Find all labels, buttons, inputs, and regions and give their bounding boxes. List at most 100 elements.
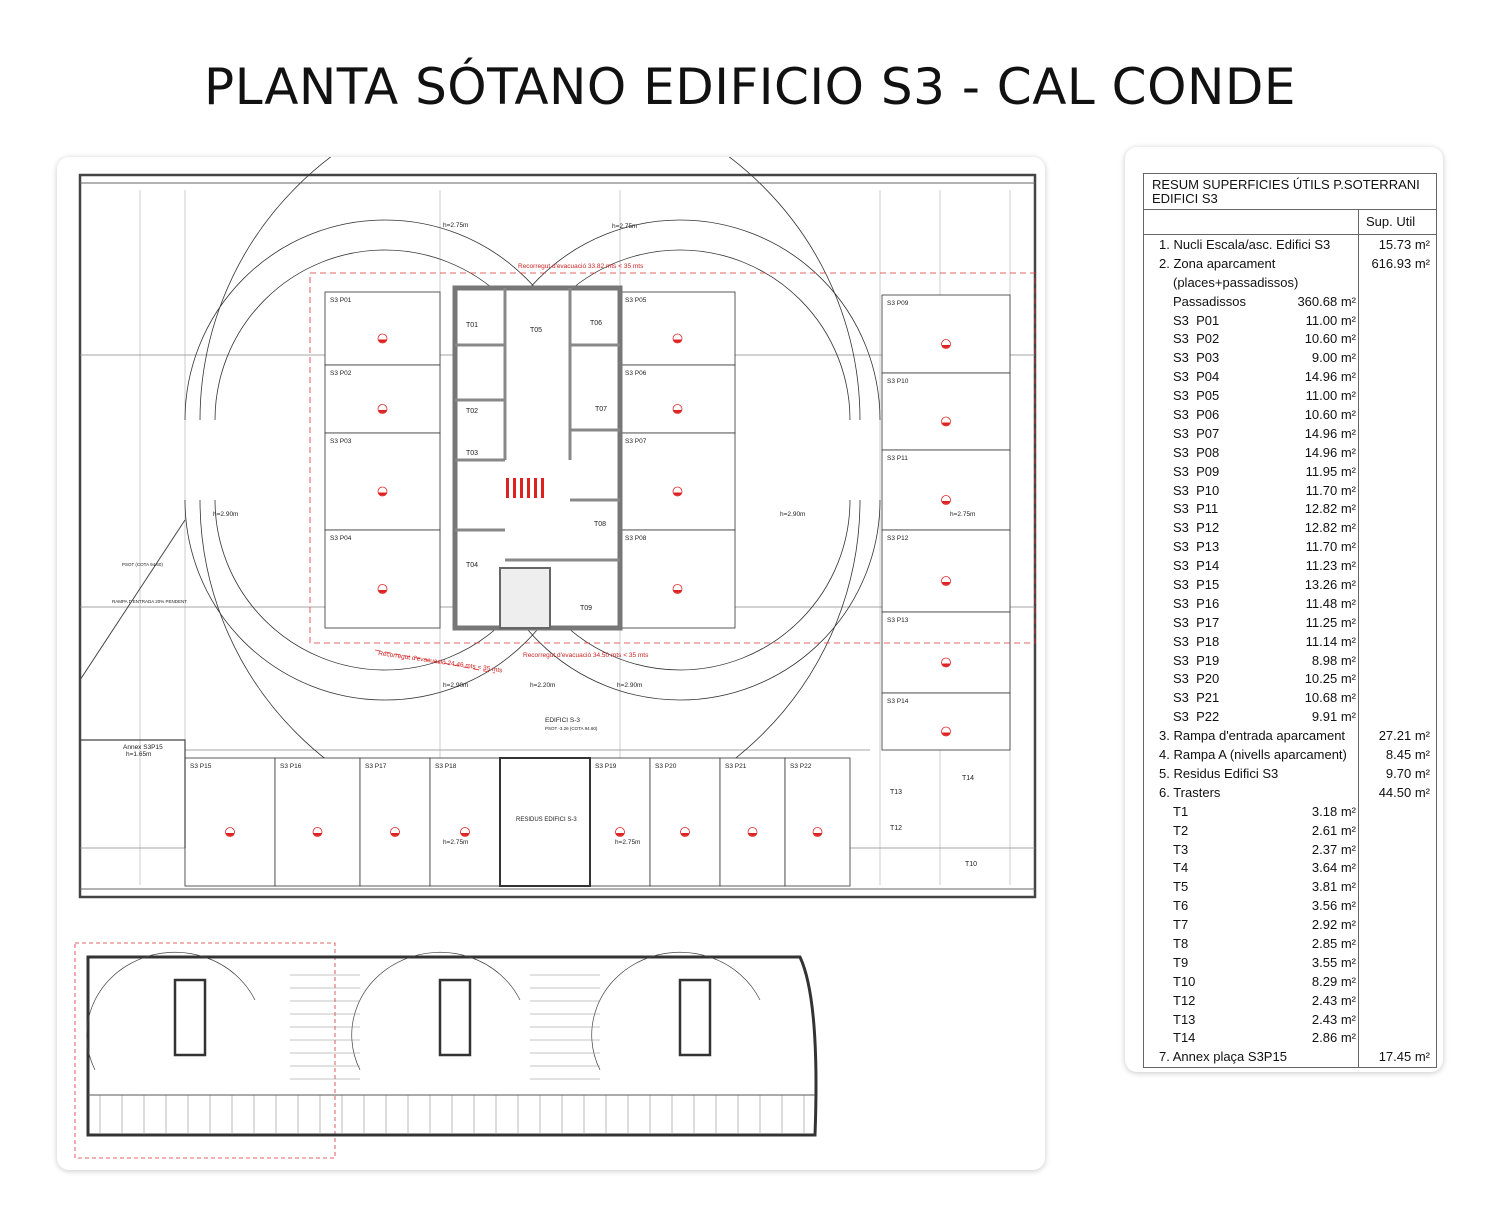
sprinkler-icon (672, 404, 683, 414)
row-label: S3 P22 (1173, 709, 1220, 725)
row-label: S3 P03 (1173, 350, 1220, 366)
row-subvalue: 360.68 m² (1297, 293, 1356, 309)
table-row: (places+passadissos) (1144, 274, 1436, 293)
row-label: S3 P06 (1173, 407, 1220, 423)
row-subvalue: 2.37 m² (1311, 841, 1356, 857)
storage-label: T06 (590, 320, 602, 327)
row-subvalue: 10.25 m² (1304, 671, 1356, 687)
row-label: S3 P12 (1173, 520, 1220, 536)
sprinkler-icon (941, 657, 951, 668)
parking-space (429, 757, 501, 887)
sprinkler-icon (812, 827, 823, 837)
sprinkler-icon (377, 404, 388, 414)
plan-note: EDIFICI S-3 (545, 717, 580, 724)
sprinkler-icon (460, 827, 470, 837)
sprinkler-icon (673, 410, 682, 413)
parking-space (784, 757, 851, 887)
parking-space (881, 692, 1011, 751)
storage-label: T01 (466, 322, 478, 329)
row-subvalue: 8.29 m² (1311, 973, 1356, 989)
row-label: T12 (1173, 992, 1196, 1008)
storage-label: T09 (580, 605, 592, 612)
sprinkler-icon (378, 339, 387, 343)
ceiling-height-label: h=2.75m (443, 839, 468, 846)
sprinkler-icon (378, 590, 387, 593)
overview-arc (351, 951, 521, 1071)
parking-label: S3 P18 (435, 763, 457, 770)
row-label: T3 (1173, 841, 1189, 857)
row-subvalue: 11.14 m² (1305, 633, 1356, 649)
surface-summary-table: RESUM SUPERFICIES ÚTILS P.SOTERRANI EDIF… (1143, 173, 1437, 1068)
annex-outline (80, 739, 186, 848)
stair-mark (534, 478, 537, 498)
parking-space (881, 529, 1011, 613)
sprinkler-icon (942, 345, 950, 348)
parking-space (619, 291, 736, 366)
overview-arc (591, 951, 761, 1071)
sprinkler-icon (616, 833, 624, 836)
row-subvalue: 3.18 m² (1311, 803, 1356, 819)
parking-space (184, 757, 276, 887)
row-label: (places+passadissos) (1173, 274, 1299, 290)
row-label: S3 P01 (1173, 312, 1220, 328)
ramp-edge (79, 519, 186, 681)
parking-label: S3 P03 (330, 438, 352, 445)
sprinkler-icon (377, 584, 388, 594)
parking-label: S3 P11 (887, 455, 908, 462)
overview-highlight (74, 942, 336, 1159)
sprinkler-icon (378, 410, 387, 413)
row-subvalue: 2.92 m² (1311, 917, 1356, 933)
row-subvalue: 10.60 m² (1304, 407, 1356, 423)
row-label: S3 P13 (1173, 539, 1220, 555)
parking-space (881, 372, 1011, 451)
row-label: T8 (1173, 935, 1189, 951)
overview-outline (86, 955, 818, 1137)
sprinkler-icon (941, 495, 951, 505)
parking-label: S3 P09 (887, 300, 909, 307)
sprinkler-icon (942, 663, 950, 667)
parking-space (719, 757, 786, 887)
evacuation-route-label: Recorregut d'evacuació 24.46 mts < 35 mt… (378, 650, 504, 674)
table-row: T3 2.37 m² (1144, 841, 1436, 860)
storage-label: T14 (962, 775, 974, 782)
sprinkler-icon (941, 576, 951, 586)
sprinkler-icon (942, 582, 950, 585)
row-subvalue: 11.00 m² (1305, 312, 1356, 328)
row-subvalue: 12.82 m² (1304, 501, 1356, 517)
parking-space (324, 529, 441, 629)
sprinkler-icon (673, 339, 682, 343)
parking-label: S3 P08 (625, 535, 647, 542)
stair-mark (520, 478, 523, 498)
table-column-header-row: Sup. Util (1144, 210, 1436, 235)
row-subvalue: 11.70 m² (1305, 482, 1356, 498)
row-label: 6. Trasters (1159, 784, 1221, 800)
sprinkler-icon (672, 333, 683, 344)
row-label: 4. Rampa A (nivells aparcament) (1159, 747, 1347, 763)
sprinkler-icon (681, 833, 689, 836)
sprinkler-icon (461, 833, 469, 836)
table-row: S3 P06 10.60 m² (1144, 406, 1436, 425)
sprinkler-icon (378, 492, 387, 496)
row-label: T4 (1173, 860, 1189, 876)
page-title: PLANTA SÓTANO EDIFICIO S3 - CAL CONDE (204, 58, 1296, 116)
sprinkler-icon (673, 590, 682, 593)
sprinkler-icon (942, 422, 950, 426)
row-label: T10 (1173, 973, 1196, 989)
row-total: 17.45 m² (1378, 1049, 1430, 1065)
sprinkler-icon (672, 584, 683, 594)
parking-label: S3 P05 (625, 297, 647, 304)
row-subvalue: 11.25 m² (1305, 614, 1356, 630)
row-label: S3 P16 (1173, 595, 1220, 611)
